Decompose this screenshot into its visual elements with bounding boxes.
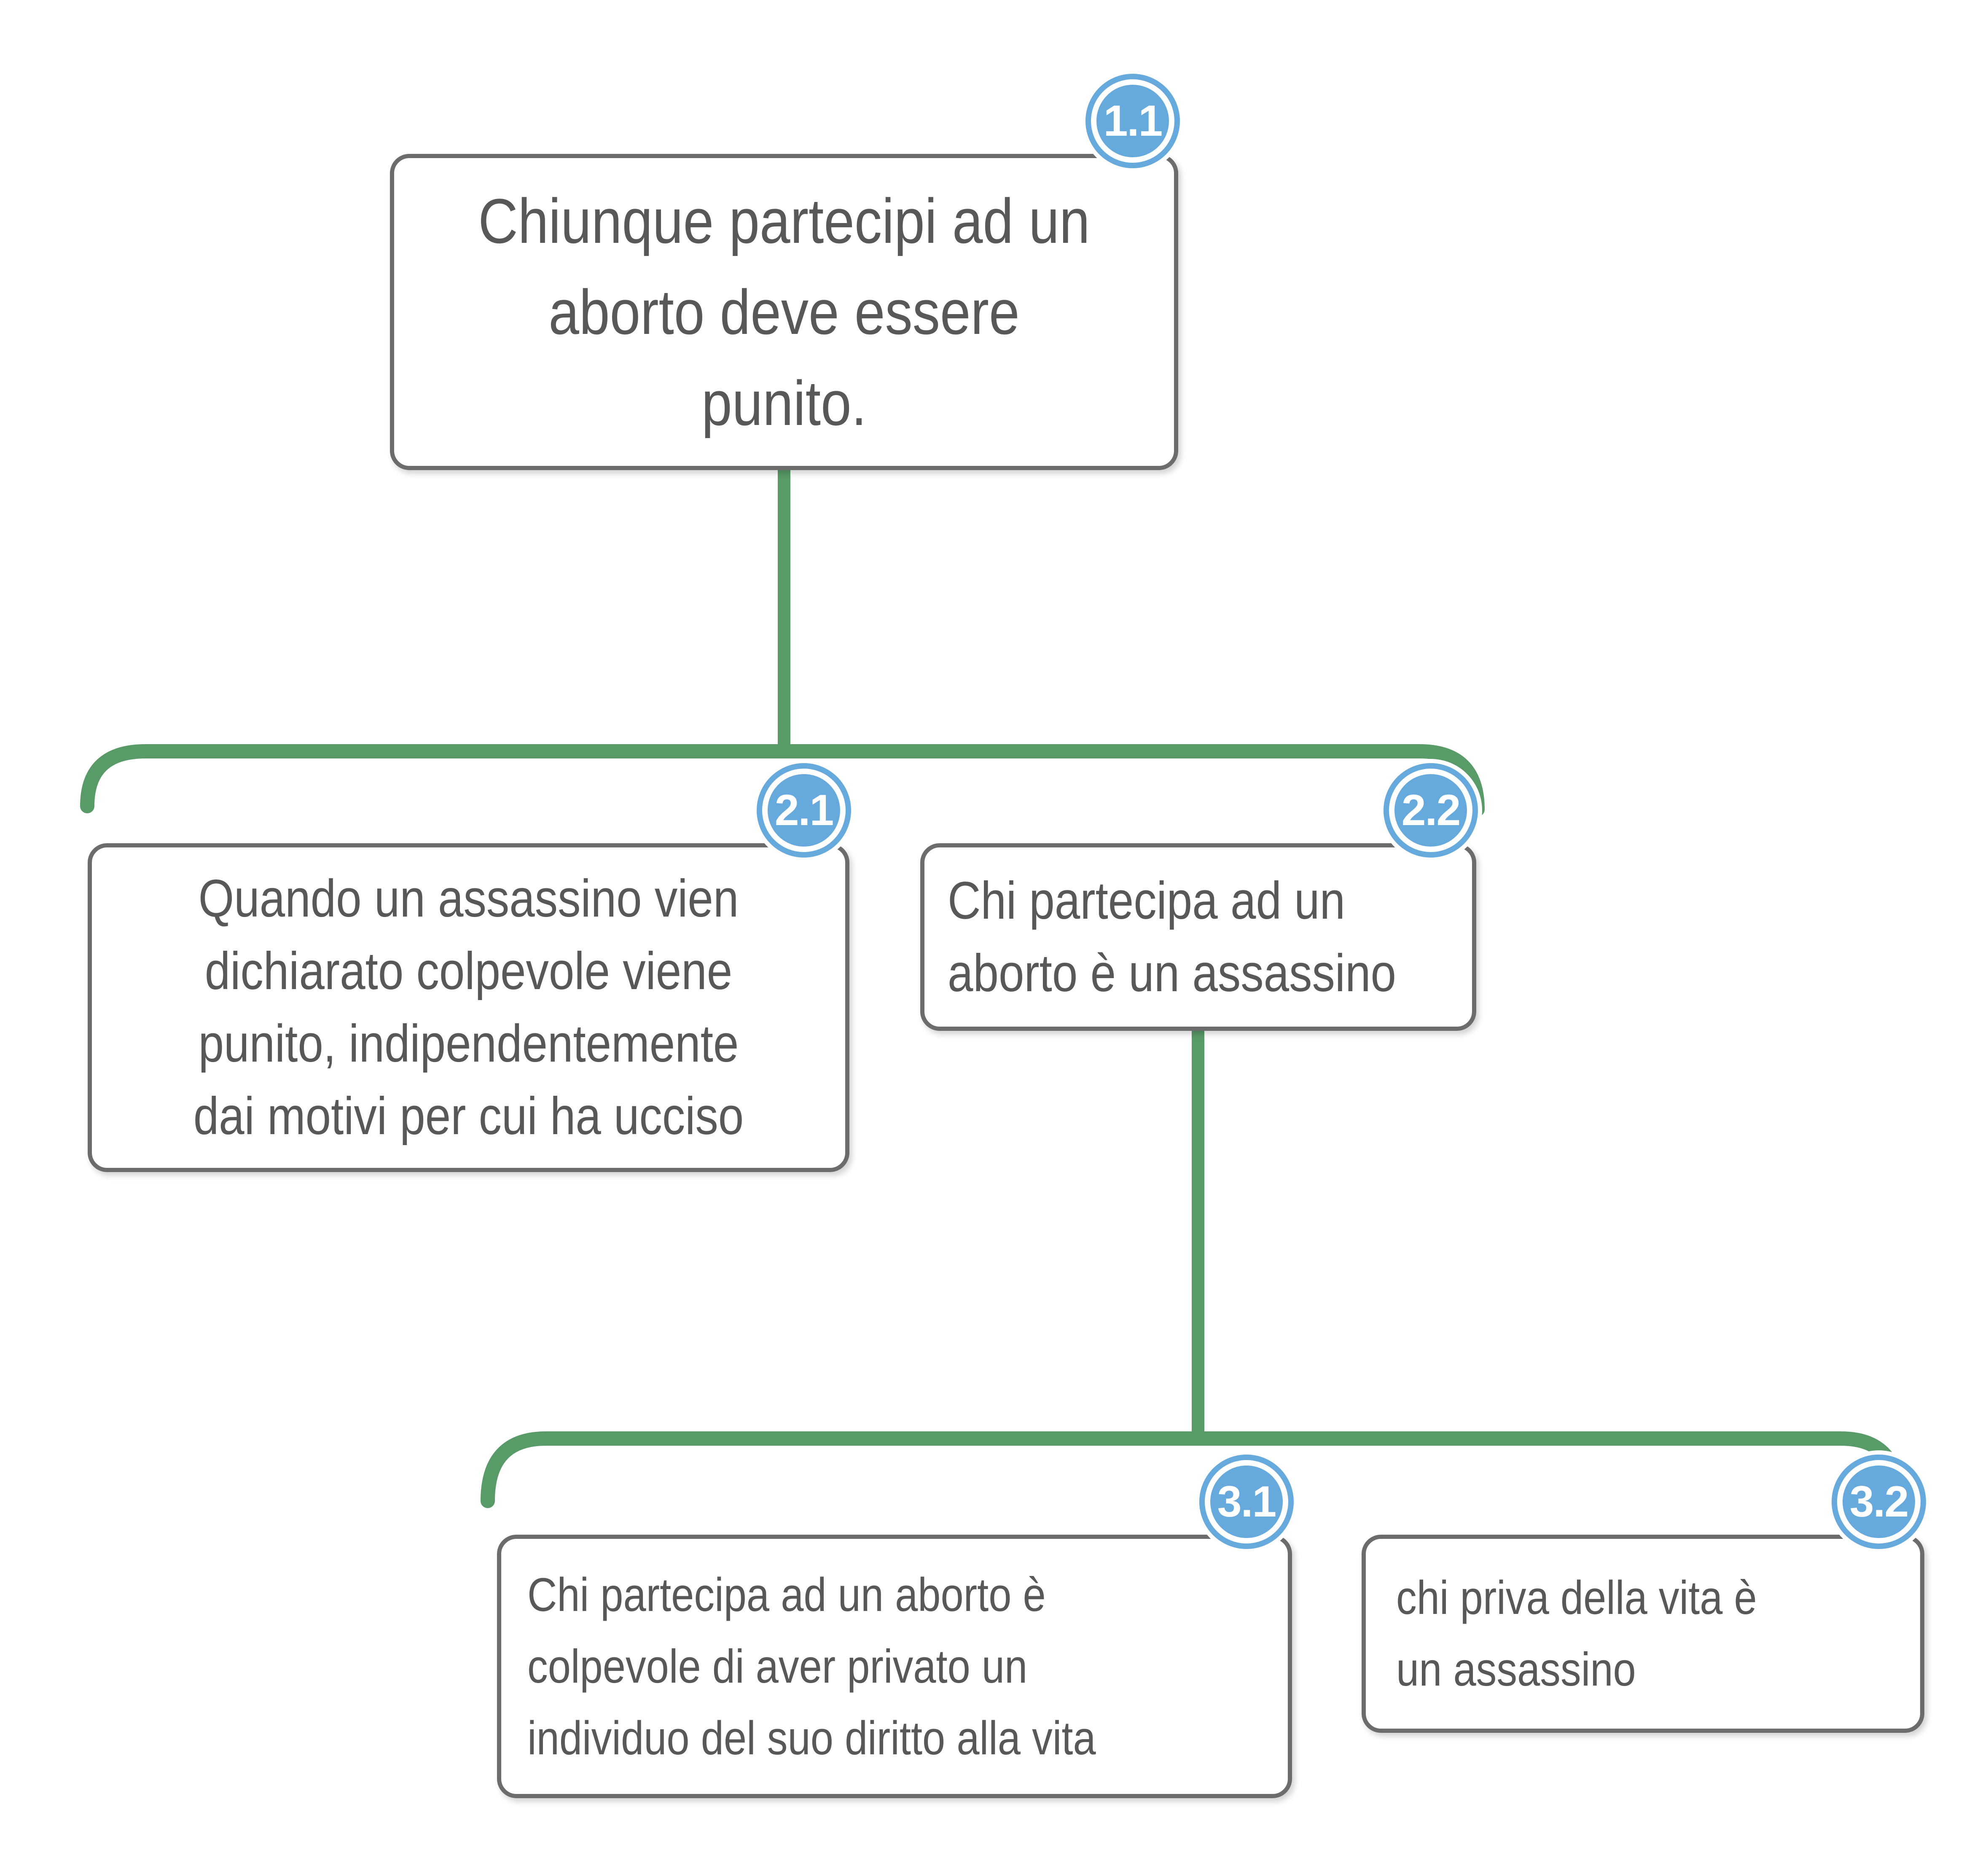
node-text-line: punito. [701,368,867,438]
edge-bracket-2-2-children [481,1431,1906,1509]
badge-number: 3.1 [1217,1477,1277,1526]
node-text-line: Chi partecipa ad un aborto è [527,1568,1046,1621]
node-badge-3-2[interactable]: 3.2 [1832,1455,1926,1549]
badge-number: 3.2 [1849,1477,1909,1526]
edge-bracket-1-1-children [80,744,1485,817]
node-text-line: chi priva della vita è [1396,1571,1757,1624]
badge-number: 2.2 [1401,786,1461,835]
node-2-1[interactable]: 2.1 Quando un assassino vien dichiarato … [88,763,851,1172]
badge-number: 2.1 [774,786,834,835]
node-badge-2-2[interactable]: 2.2 [1384,763,1478,858]
node-3-1[interactable]: 3.1 Chi partecipa ad un aborto è colpevo… [497,1455,1294,1798]
node-text-line: Chiunque partecipi ad un [478,186,1090,256]
node-text-line: un assassino [1396,1643,1636,1696]
node-text-line: colpevole di aver privato un [527,1640,1028,1693]
node-text-line: dai motivi per cui ha ucciso [193,1087,744,1146]
node-3-2[interactable]: 3.2 chi priva della vita è un assassino [1362,1455,1926,1733]
node-badge-3-1[interactable]: 3.1 [1199,1455,1294,1549]
node-text-line: aborto deve essere [548,277,1020,347]
node-badge-1-1[interactable]: 1.1 [1085,74,1180,168]
node-badge-2-1[interactable]: 2.1 [757,763,851,858]
node-2-2[interactable]: 2.2 Chi partecipa ad un aborto è un assa… [920,763,1478,1031]
node-1-1[interactable]: 1.1 Chiunque partecipi ad un aborto deve… [390,74,1180,470]
badge-number: 1.1 [1103,97,1163,145]
node-text-line: Chi partecipa ad un [948,871,1346,930]
node-text-line: individuo del suo diritto alla vita [527,1711,1096,1764]
node-text-line: dichiarato colpevole viene [204,942,733,1000]
node-text-line: aborto è un assassino [948,944,1397,1003]
node-text-line: punito, indipendentemente [198,1014,739,1073]
node-text-line: Quando un assassino vien [198,869,739,928]
